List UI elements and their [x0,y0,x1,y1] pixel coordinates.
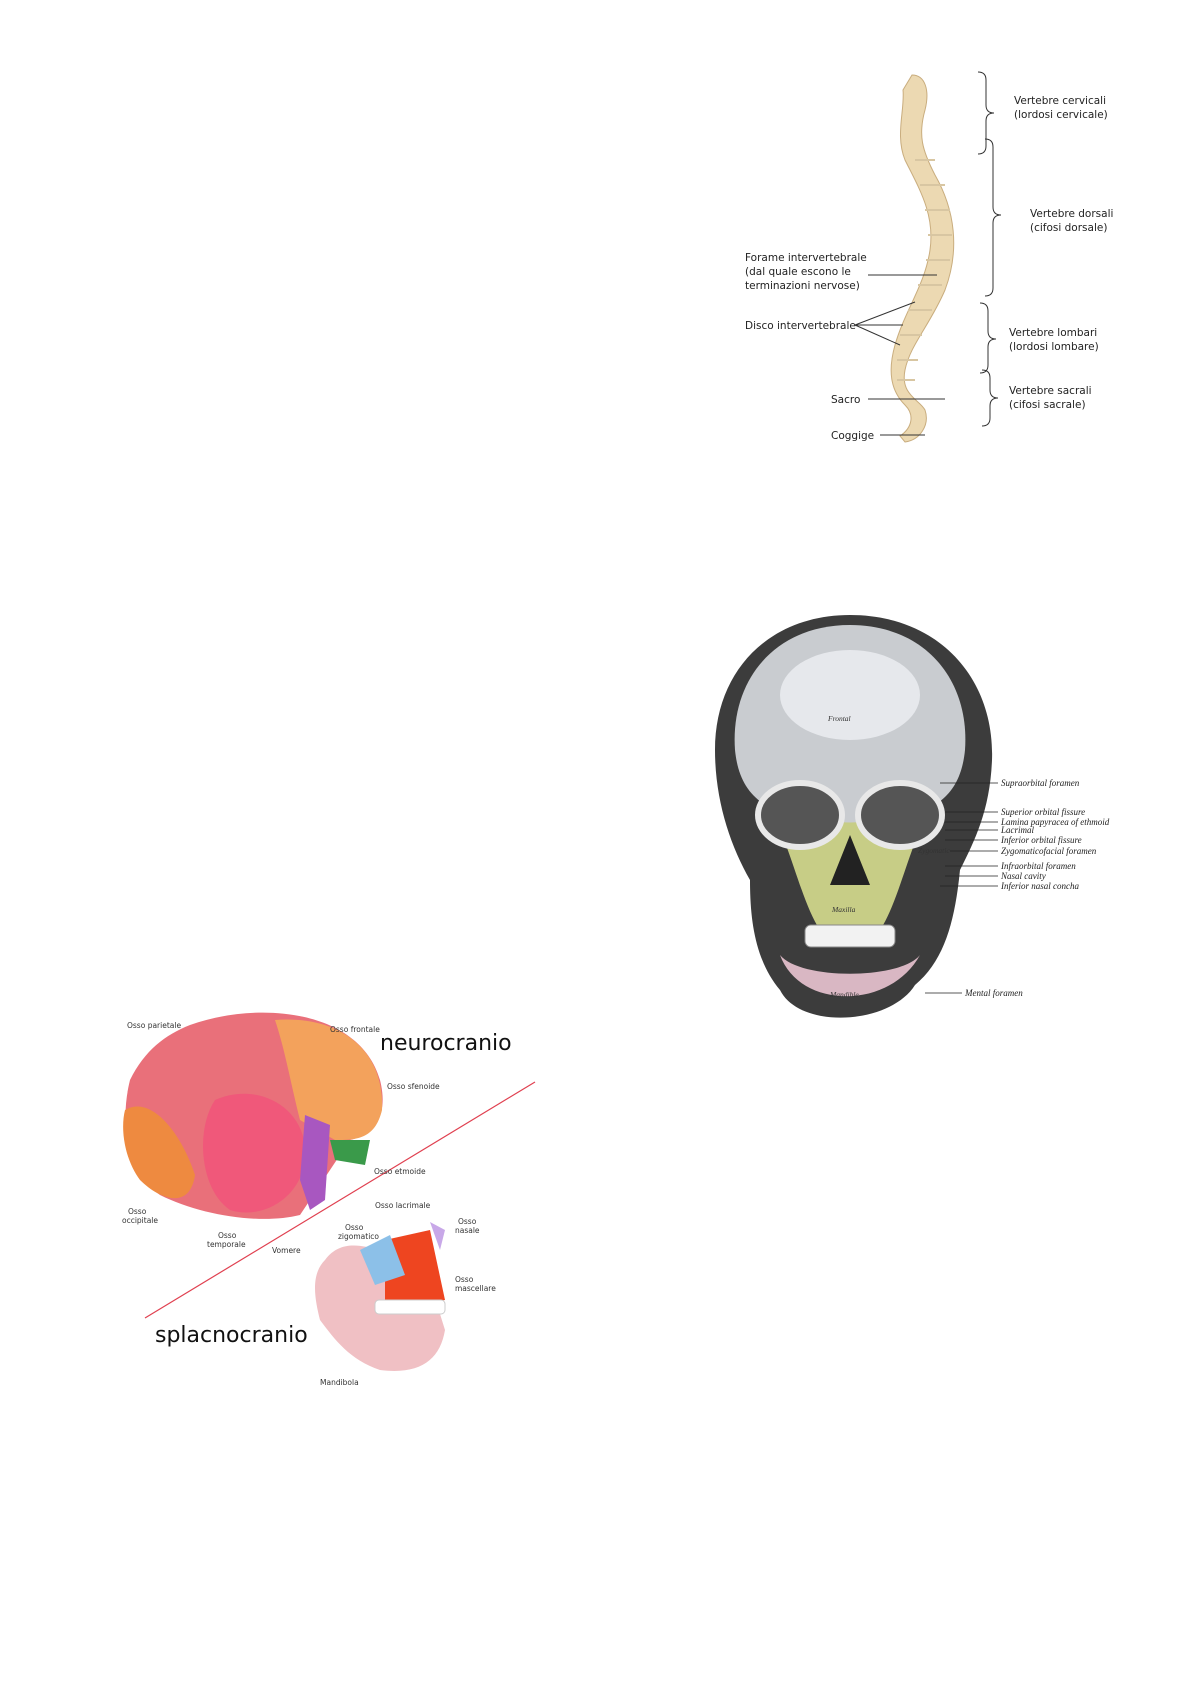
label-vertebre-dorsali: Vertebre dorsali [1030,208,1113,220]
label-neurocranio: neurocranio [380,1031,512,1056]
label-mandibola: Mandibola [320,1378,359,1387]
label-osso-temporale-1: Osso [218,1231,237,1240]
front-skull-figure: Frontal Zygomatic Maxilla Mandible Supra… [715,615,1110,1018]
label-mandible: Mandible [829,990,859,999]
label-frontal: Frontal [827,714,851,723]
label-zygomatic: Zygomatic [918,846,950,855]
label-zygomaticofacial-foramen: Zygomaticofacial foramen [1001,846,1097,856]
label-coggige: Coggige [831,430,874,442]
label-osso-nasale-1: Osso [458,1217,477,1226]
label-cifosi-sacrale: (cifosi sacrale) [1009,399,1086,411]
label-forame-line2: (dal quale escono le [745,266,851,278]
label-vertebre-cervicali: Vertebre cervicali [1014,95,1106,107]
label-inferior-nasal-concha: Inferior nasal concha [1000,881,1079,891]
label-splacnocranio: splacnocranio [155,1323,308,1348]
label-mental-foramen: Mental foramen [964,988,1023,998]
label-osso-occipitale-1: Osso [128,1207,147,1216]
label-osso-etmoide: Osso etmoide [374,1167,426,1176]
label-nasal-cavity: Nasal cavity [1000,871,1046,881]
spine-brackets [854,71,1002,436]
label-inferior-orbital-fissure: Inferior orbital fissure [1000,835,1082,845]
label-osso-zigomatico-1: Osso [345,1223,364,1232]
label-maxilla: Maxilla [831,905,856,914]
side-skull-figure: neurocranio splacnocranio Osso parietale… [122,1012,536,1387]
label-infraorbital-foramen: Infraorbital foramen [1000,861,1076,871]
label-osso-mascellare-1: Osso [455,1275,474,1284]
side-skull-illustration [123,1012,446,1371]
divider-line [144,1081,536,1319]
label-osso-lacrimale: Osso lacrimale [375,1201,431,1210]
label-osso-frontale: Osso frontale [330,1025,380,1034]
label-osso-nasale-2: nasale [455,1226,480,1235]
label-osso-sfenoide: Osso sfenoide [387,1082,440,1091]
label-osso-parietale: Osso parietale [127,1021,181,1030]
label-osso-zigomatico-2: zigomatico [338,1232,379,1241]
label-superior-orbital-fissure: Superior orbital fissure [1001,807,1085,817]
label-forame-intervertebrale: Forame intervertebrale [745,252,867,264]
front-skull-illustration [715,615,993,1018]
label-lacrimal: Lacrimal [1000,825,1035,835]
label-vertebre-lombari: Vertebre lombari [1009,327,1097,339]
spine-figure: Vertebre cervicali (lordosi cervicale) V… [745,71,1113,443]
label-lamina-papyracea: Lamina papyracea of ethmoid [1000,817,1110,827]
label-osso-mascellare-2: mascellare [455,1284,496,1293]
label-sacro: Sacro [831,394,860,406]
label-vomere: Vomere [272,1246,301,1255]
label-osso-occipitale-2: occipitale [122,1216,158,1225]
label-forame-line3: terminazioni nervose) [745,280,860,292]
label-vertebre-sacrali: Vertebre sacrali [1009,385,1092,397]
label-disco-intervertebrale: Disco intervertebrale [745,320,856,332]
label-lordosi-lombare: (lordosi lombare) [1009,341,1099,353]
label-cifosi-dorsale: (cifosi dorsale) [1030,222,1107,234]
spine-illustration [890,74,955,443]
label-lordosi-cervicale: (lordosi cervicale) [1014,109,1108,121]
label-osso-temporale-2: temporale [207,1240,246,1249]
label-supraorbital-foramen: Supraorbital foramen [1001,778,1080,788]
